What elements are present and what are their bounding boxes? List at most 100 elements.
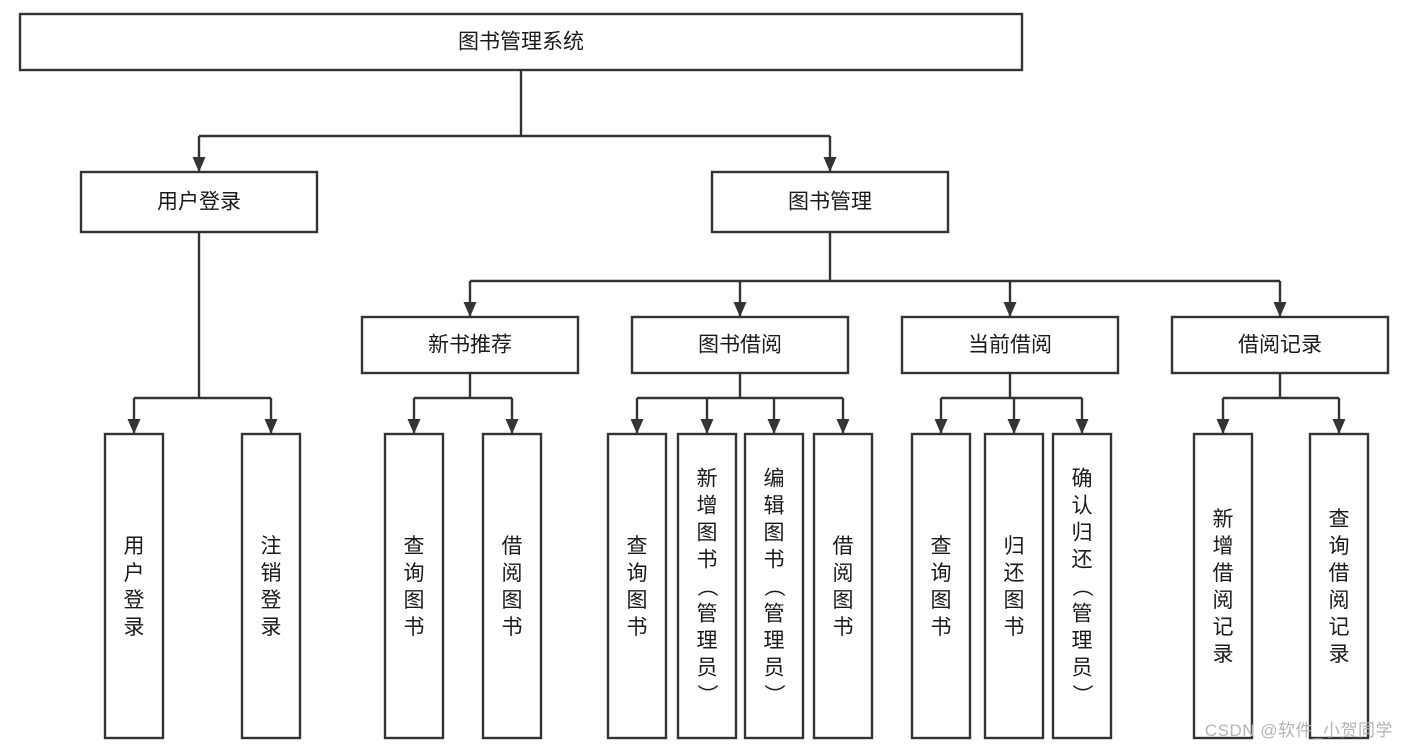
node-label-char: 查 — [404, 535, 425, 558]
node-book-manage[interactable]: 图书管理 — [710, 170, 950, 234]
node-label: 图书管理 — [788, 191, 872, 214]
node-new-book-recommend[interactable]: 新书推荐 — [360, 315, 580, 375]
node-label-char: 图 — [697, 522, 718, 545]
nodes-layer: 图书管理系统用户登录图书管理新书推荐图书借阅当前借阅借阅记录用户登录注销登录查询… — [18, 12, 1390, 740]
arrow-head — [836, 419, 850, 434]
node-box — [240, 432, 302, 740]
node-label-char: 录 — [1329, 643, 1350, 666]
node-label-char: 录 — [1213, 643, 1234, 666]
node-borrow-record[interactable]: 借阅记录 — [1170, 315, 1390, 375]
node-label-char: 增 — [697, 495, 718, 518]
node-label-char: 图 — [833, 589, 854, 612]
node-label-char: 阅 — [1329, 589, 1350, 612]
node-label-char: 图 — [502, 589, 523, 612]
node-box — [606, 432, 668, 740]
arrow-head — [1273, 302, 1287, 317]
arrow-head — [823, 157, 837, 172]
node-label-char: 确 — [1072, 468, 1093, 491]
node-label-char: 查 — [627, 535, 648, 558]
node-label-char: 书 — [627, 616, 648, 639]
node-label-char: 查 — [1329, 508, 1350, 531]
node-label-char: 归 — [1004, 535, 1025, 558]
node-leaf-user-login[interactable]: 用户登录 — [103, 432, 165, 740]
node-label-char: （ — [1070, 576, 1093, 597]
node-current-borrow[interactable]: 当前借阅 — [900, 315, 1120, 375]
node-label-char: 借 — [502, 535, 523, 558]
node-label-char: 注 — [261, 535, 282, 558]
node-label-char: ） — [695, 684, 718, 705]
node-label-char: 辑 — [764, 495, 785, 518]
node-user-login[interactable]: 用户登录 — [79, 170, 319, 234]
node-box — [983, 432, 1045, 740]
node-label-char: 管 — [1072, 603, 1093, 626]
node-label: 用户登录 — [157, 191, 241, 214]
node-label-char: 登 — [261, 589, 282, 612]
node-label-char: 书 — [697, 549, 718, 572]
node-label-char: 阅 — [1213, 589, 1234, 612]
csdn-watermark: CSDN @软件_小贺同学 — [1204, 721, 1393, 740]
node-label-char: 书 — [404, 616, 425, 639]
node-label-char: 理 — [697, 630, 718, 653]
node-box — [710, 170, 950, 234]
node-label-char: 理 — [1072, 630, 1093, 653]
node-box — [910, 432, 972, 740]
node-label-char: 书 — [764, 549, 785, 572]
arrow-head — [127, 419, 141, 434]
node-label: 图书管理系统 — [458, 31, 584, 54]
node-label-char: 编 — [764, 468, 785, 491]
arrow-head — [767, 419, 781, 434]
arrow-head — [463, 302, 477, 317]
node-label: 借阅记录 — [1238, 334, 1322, 357]
node-label-char: 户 — [124, 562, 145, 585]
connectors-layer — [127, 70, 1346, 434]
arrow-head — [630, 419, 644, 434]
node-label-char: ） — [762, 684, 785, 705]
node-label-char: （ — [695, 576, 718, 597]
node-box — [1192, 432, 1254, 740]
node-label-char: 图 — [627, 589, 648, 612]
node-label-char: 销 — [261, 562, 282, 585]
node-box — [812, 432, 874, 740]
node-label-char: 询 — [931, 562, 952, 585]
node-label-char: 图 — [1004, 589, 1025, 612]
node-box — [1308, 432, 1370, 740]
node-label-char: 还 — [1004, 562, 1025, 585]
node-box — [1051, 432, 1113, 740]
node-book-borrow[interactable]: 图书借阅 — [630, 315, 850, 375]
node-box — [630, 315, 850, 375]
node-root[interactable]: 图书管理系统 — [18, 12, 1024, 72]
node-label-char: 图 — [404, 589, 425, 612]
node-label-char: 借 — [1329, 562, 1350, 585]
node-label-char: 书 — [1004, 616, 1025, 639]
node-box — [79, 170, 319, 234]
node-label-char: 询 — [404, 562, 425, 585]
node-label-char: 员 — [1072, 657, 1093, 680]
node-label-char: 阅 — [833, 562, 854, 585]
arrow-head — [1007, 419, 1021, 434]
node-label-char: 借 — [833, 535, 854, 558]
node-label-char: 理 — [764, 630, 785, 653]
arrow-head — [505, 419, 519, 434]
node-box — [481, 432, 543, 740]
node-label-char: 询 — [1329, 535, 1350, 558]
node-label-char: 归 — [1072, 522, 1093, 545]
node-label-char: 查 — [931, 535, 952, 558]
node-label-char: 书 — [502, 616, 523, 639]
node-label-char: 询 — [627, 562, 648, 585]
node-label-char: 增 — [1213, 535, 1234, 558]
node-box — [18, 12, 1024, 72]
